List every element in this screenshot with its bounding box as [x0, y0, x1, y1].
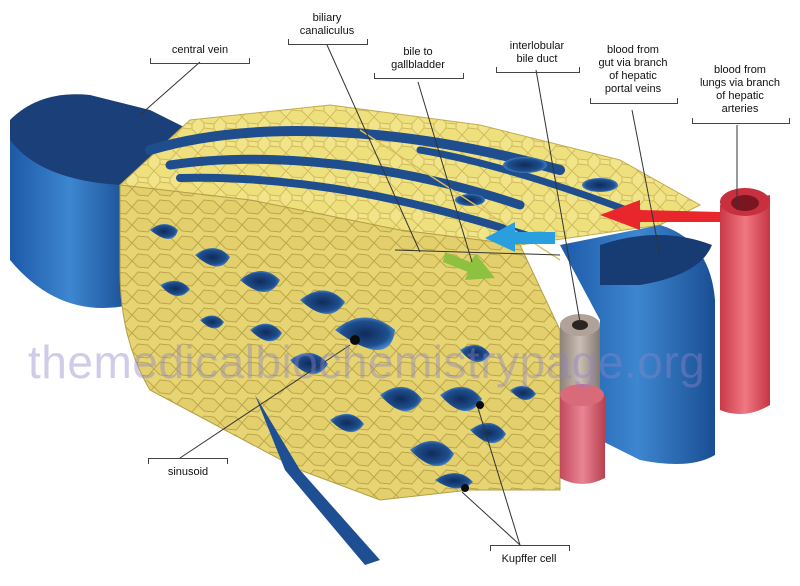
leader-biliary-canaliculus-2 — [394, 249, 561, 256]
leader-bile-to-gallbladder — [417, 81, 473, 263]
label-bracket — [590, 98, 678, 104]
arterial-flow-arrow — [600, 200, 720, 230]
kupffer-cell-nucleus — [461, 484, 469, 492]
bile-flow-arrow — [443, 252, 495, 280]
artery-branch — [560, 395, 605, 484]
leader-kupffer-2 — [461, 491, 521, 546]
leader-biliary-canaliculus — [326, 44, 421, 253]
sinusoid-cross-sections — [150, 224, 536, 489]
label-bracket — [148, 458, 228, 464]
label-kupffer-cell: Kupffer cell — [501, 553, 557, 565]
kupffer-cell-nucleus — [476, 401, 484, 409]
label-biliary-canaliculus: biliary canaliculus — [299, 12, 355, 37]
leader-lines — [139, 44, 738, 546]
sinusoid-channel-lower — [255, 395, 380, 565]
kupffer-cell-nucleus — [350, 335, 360, 345]
interlobular-bile-duct — [560, 314, 605, 484]
sinusoid-channel — [145, 126, 565, 175]
sinusoid-opening — [455, 194, 485, 206]
kupffer-cells — [350, 335, 484, 492]
label-bracket — [496, 67, 580, 73]
label-arterial-blood: blood from lungs via branch of hepatic a… — [699, 64, 781, 115]
watermark: themedicalbiochemistrypage.org — [28, 336, 706, 388]
label-bracket — [692, 118, 790, 124]
label-central-vein: central vein — [171, 44, 229, 56]
hepatic-portal-vein — [560, 225, 715, 464]
sinusoid-channel — [416, 146, 644, 219]
leader-central-vein — [139, 61, 201, 116]
sinusoid-channel — [165, 154, 525, 210]
leader-portal-blood — [631, 109, 661, 256]
leader-sinusoid — [179, 344, 351, 459]
sinusoid-opening — [503, 157, 547, 173]
leader-kupffer-1 — [477, 407, 521, 546]
label-bracket — [150, 58, 250, 64]
sinusoid-channel — [176, 173, 544, 244]
sinusoid-opening — [582, 178, 618, 192]
label-bile-to-gallbladder: bile to gallbladder — [391, 46, 445, 71]
label-bracket — [374, 73, 464, 79]
label-portal-blood: blood from gut via branch of hepatic por… — [598, 44, 668, 95]
leader-interlobular-bile-duct — [535, 69, 581, 323]
label-interlobular-bile-duct: interlobular bile duct — [509, 40, 565, 65]
flow-arrows — [443, 200, 720, 280]
hepatic-artery — [720, 188, 770, 414]
label-bracket — [490, 545, 570, 551]
label-sinusoid: sinusoid — [167, 466, 209, 478]
portal-flow-arrow — [485, 222, 555, 252]
label-bracket — [288, 39, 368, 45]
